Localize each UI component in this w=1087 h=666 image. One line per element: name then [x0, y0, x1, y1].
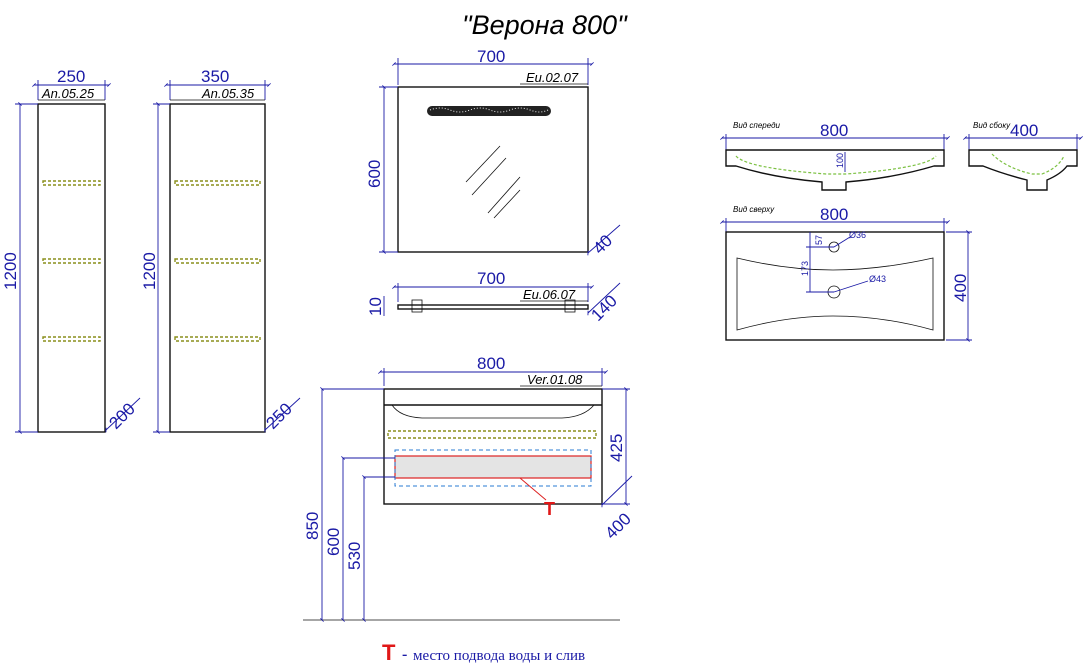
sink-front-view: Вид спереди 800 100	[720, 121, 950, 191]
mirror-code: Eu.02.07	[526, 70, 579, 85]
sink-side-view: Вид сбоку 400	[963, 121, 1083, 191]
shelf-width: 700	[477, 269, 505, 288]
vanity-code: Ver.01.08	[527, 372, 583, 387]
top-width: 800	[820, 205, 848, 224]
hole-43: Ø43	[869, 274, 886, 284]
height-850: 850	[303, 512, 322, 540]
vanity-unit: 800 Ver.01.08 425 400 850 600 530 Т	[303, 354, 635, 622]
drawing-title: "Верона 800"	[462, 10, 628, 40]
vanity-width: 800	[477, 354, 505, 373]
mirror-width: 700	[477, 47, 505, 66]
shelf-marks	[174, 180, 261, 342]
shelf-marks	[42, 180, 101, 342]
mirror-lamp	[427, 106, 551, 116]
mirror-height: 600	[365, 160, 384, 188]
hole-36: Ø36	[849, 230, 866, 240]
legend-text: место подвода воды и слив	[413, 648, 585, 664]
legend-dash: -	[402, 646, 407, 663]
top-view-label: Вид сверху	[733, 205, 775, 214]
vanity-height: 425	[607, 434, 626, 462]
mirror-depth: 40	[589, 231, 616, 258]
mirror: 700 Eu.02.07 600 40	[365, 47, 621, 258]
legend-marker: Т	[382, 640, 396, 665]
front-inner-depth: 100	[835, 153, 845, 168]
shelf-thickness: 10	[366, 297, 385, 316]
legend: Т - место подвода воды и слив	[382, 640, 585, 665]
top-dim-173: 173	[800, 261, 810, 276]
sink-top-view: Вид сверху 800 Ø36 Ø43 57 173 400	[720, 205, 972, 342]
pencil-case-2-width: 350	[201, 67, 229, 86]
glass-shelf: 700 Eu.06.07 10 140	[366, 269, 621, 325]
front-width: 800	[820, 121, 848, 140]
pencil-case-1-code: An.05.25	[41, 86, 95, 101]
pencil-case-250: 250 An.05.25 1200 200	[1, 67, 141, 434]
pencil-case-2-height: 1200	[140, 252, 159, 290]
front-view-label: Вид спереди	[733, 121, 781, 130]
shelf-code: Eu.06.07	[523, 287, 576, 302]
mirror-glare	[465, 145, 521, 219]
pencil-case-2-code: An.05.35	[201, 86, 255, 101]
drawer-cutout	[394, 455, 592, 479]
top-dim-57: 57	[814, 235, 824, 245]
height-600: 600	[324, 528, 343, 556]
vanity-depth: 400	[601, 509, 634, 542]
top-depth: 400	[951, 274, 970, 302]
water-supply-marker: Т	[544, 499, 555, 519]
side-view-label: Вид сбоку	[973, 121, 1011, 130]
pencil-case-1-height: 1200	[1, 252, 20, 290]
shelf-depth: 140	[587, 291, 620, 324]
height-530: 530	[345, 542, 364, 570]
side-width: 400	[1010, 121, 1038, 140]
pencil-case-350: 350 An.05.35 1200 250	[140, 67, 301, 434]
pencil-case-1-width: 250	[57, 67, 85, 86]
